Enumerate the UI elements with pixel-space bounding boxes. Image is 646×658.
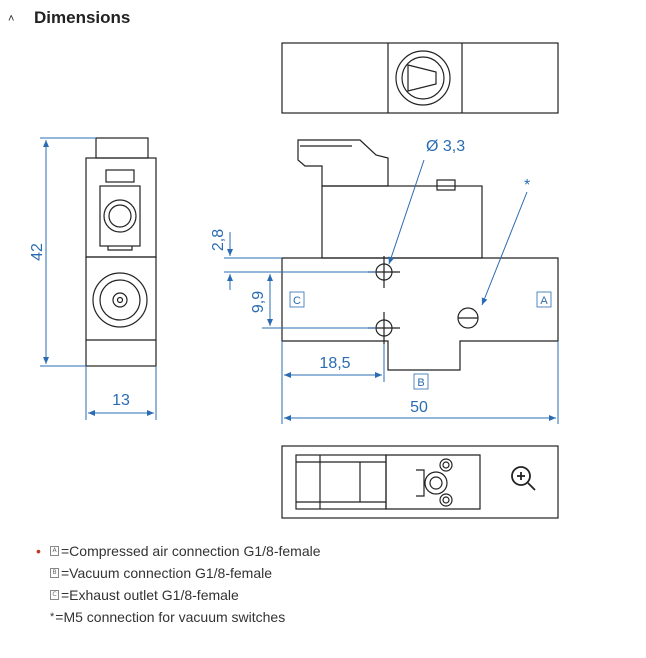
zoom-in-icon[interactable]: [511, 466, 536, 491]
port-label-c: C: [293, 295, 301, 307]
front-view: [281, 139, 559, 371]
dimension-length: 50: [410, 399, 428, 416]
vacuum-switch-marker: *: [524, 177, 530, 194]
side-dimensions: [40, 137, 157, 420]
technical-drawing: 42 13 C A B: [29, 42, 559, 519]
dimension-spacing: 9,9: [250, 291, 267, 313]
dimension-offset-top: 2,8: [210, 229, 227, 251]
legend-item-star: * =M5 connection for vacuum switches: [36, 606, 321, 628]
dimension-height: 42: [29, 243, 46, 261]
side-view: [85, 137, 157, 367]
legend-text-a: =Compressed air connection G1/8-female: [61, 543, 321, 559]
port-label-boxes: [289, 291, 552, 390]
chevron-up-icon: ˄: [8, 13, 15, 25]
legend-text-b: =Vacuum connection G1/8-female: [61, 565, 273, 581]
star-marker: *: [50, 611, 55, 623]
bottom-view: [281, 445, 559, 519]
dimension-hole-diameter: Ø 3,3: [426, 138, 465, 155]
legend-text-c: =Exhaust outlet G1/8-female: [61, 587, 239, 603]
bullet-icon: •: [36, 543, 41, 559]
dimension-offset-left: 18,5: [319, 355, 350, 372]
legend-item-a: • A =Compressed air connection G1/8-fema…: [36, 540, 321, 562]
section-title: Dimensions: [34, 8, 131, 27]
port-tag-c: C: [50, 590, 59, 600]
port-tag-b: B: [50, 568, 59, 578]
dimensions-header[interactable]: ˄ Dimensions: [8, 6, 130, 30]
front-dimensions: [224, 159, 559, 424]
port-label-b: B: [417, 377, 424, 389]
legend: • A =Compressed air connection G1/8-fema…: [36, 540, 321, 628]
dimension-width-side: 13: [112, 392, 130, 409]
top-view: [281, 42, 559, 114]
legend-item-b: B =Vacuum connection G1/8-female: [36, 562, 321, 584]
port-label-a: A: [540, 295, 548, 307]
port-tag-a: A: [50, 546, 59, 556]
legend-item-c: C =Exhaust outlet G1/8-female: [36, 584, 321, 606]
legend-text-star: =M5 connection for vacuum switches: [55, 609, 286, 625]
